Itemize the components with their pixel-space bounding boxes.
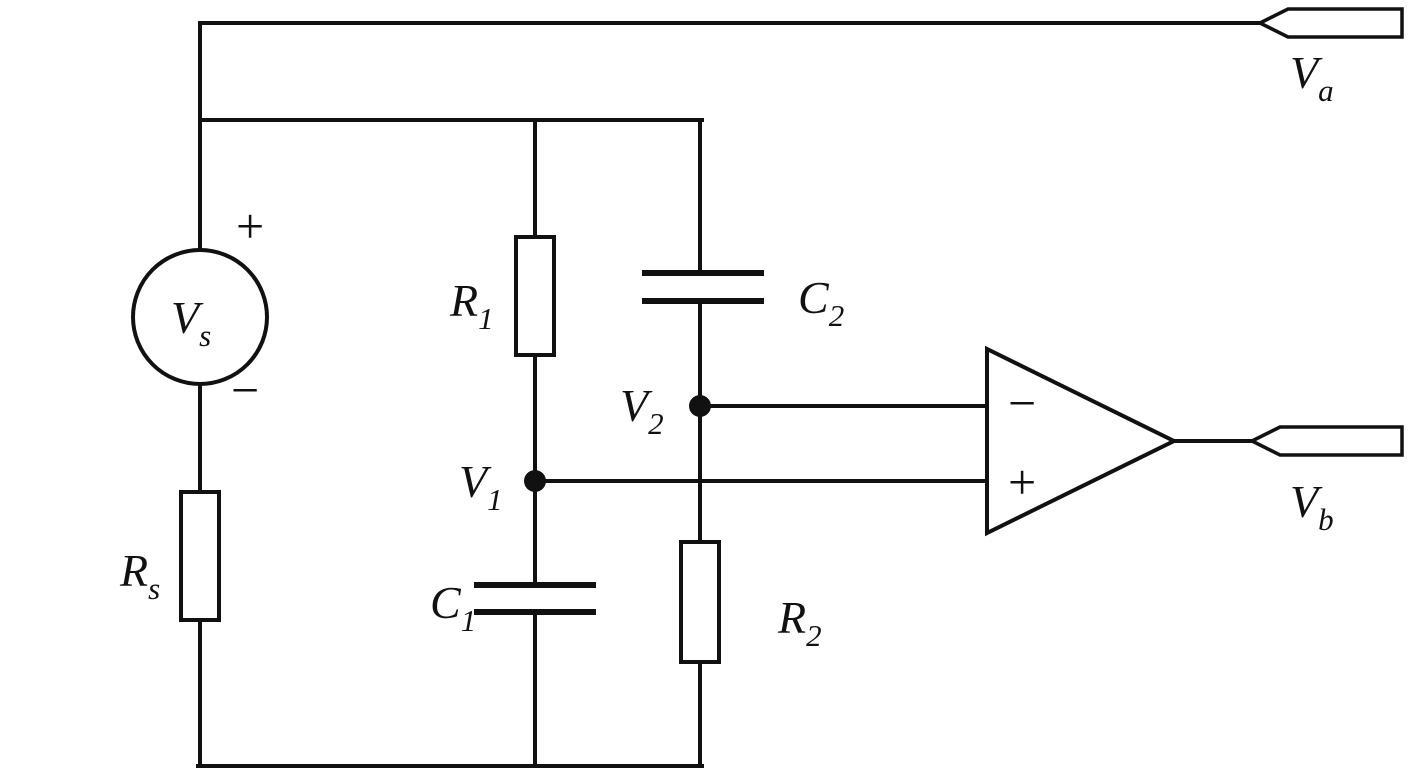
capacitor-c1 [474, 582, 596, 615]
label-vs: Vs [171, 292, 211, 353]
node-dot-v1 [524, 470, 546, 492]
label-va: Va [1290, 47, 1334, 108]
node-dot-v2 [689, 395, 711, 417]
label-c1: C1 [430, 577, 476, 638]
label-r2: R2 [777, 592, 822, 653]
label-rs: Rs [119, 545, 160, 606]
label-vb: Vb [1290, 476, 1334, 537]
label-source-minus: − [231, 362, 259, 418]
resistor-r2 [679, 540, 721, 664]
label-opamp-plus: + [1008, 454, 1036, 510]
label-c2: C2 [798, 272, 844, 333]
resistor-rs [179, 490, 221, 622]
label-source-plus: + [236, 198, 264, 254]
terminal-flag-vb [1248, 425, 1404, 457]
resistor-r1 [514, 235, 556, 357]
label-r1: R1 [449, 275, 494, 336]
label-v2: V2 [620, 380, 664, 441]
label-opamp-minus: − [1008, 375, 1036, 431]
label-v1: V1 [459, 456, 503, 517]
voltage-source-vs [131, 248, 269, 386]
wires [196, 21, 1262, 768]
opamp-triangle [985, 345, 1179, 537]
capacitor-c2 [642, 270, 764, 304]
terminal-flag-va [1256, 7, 1404, 39]
